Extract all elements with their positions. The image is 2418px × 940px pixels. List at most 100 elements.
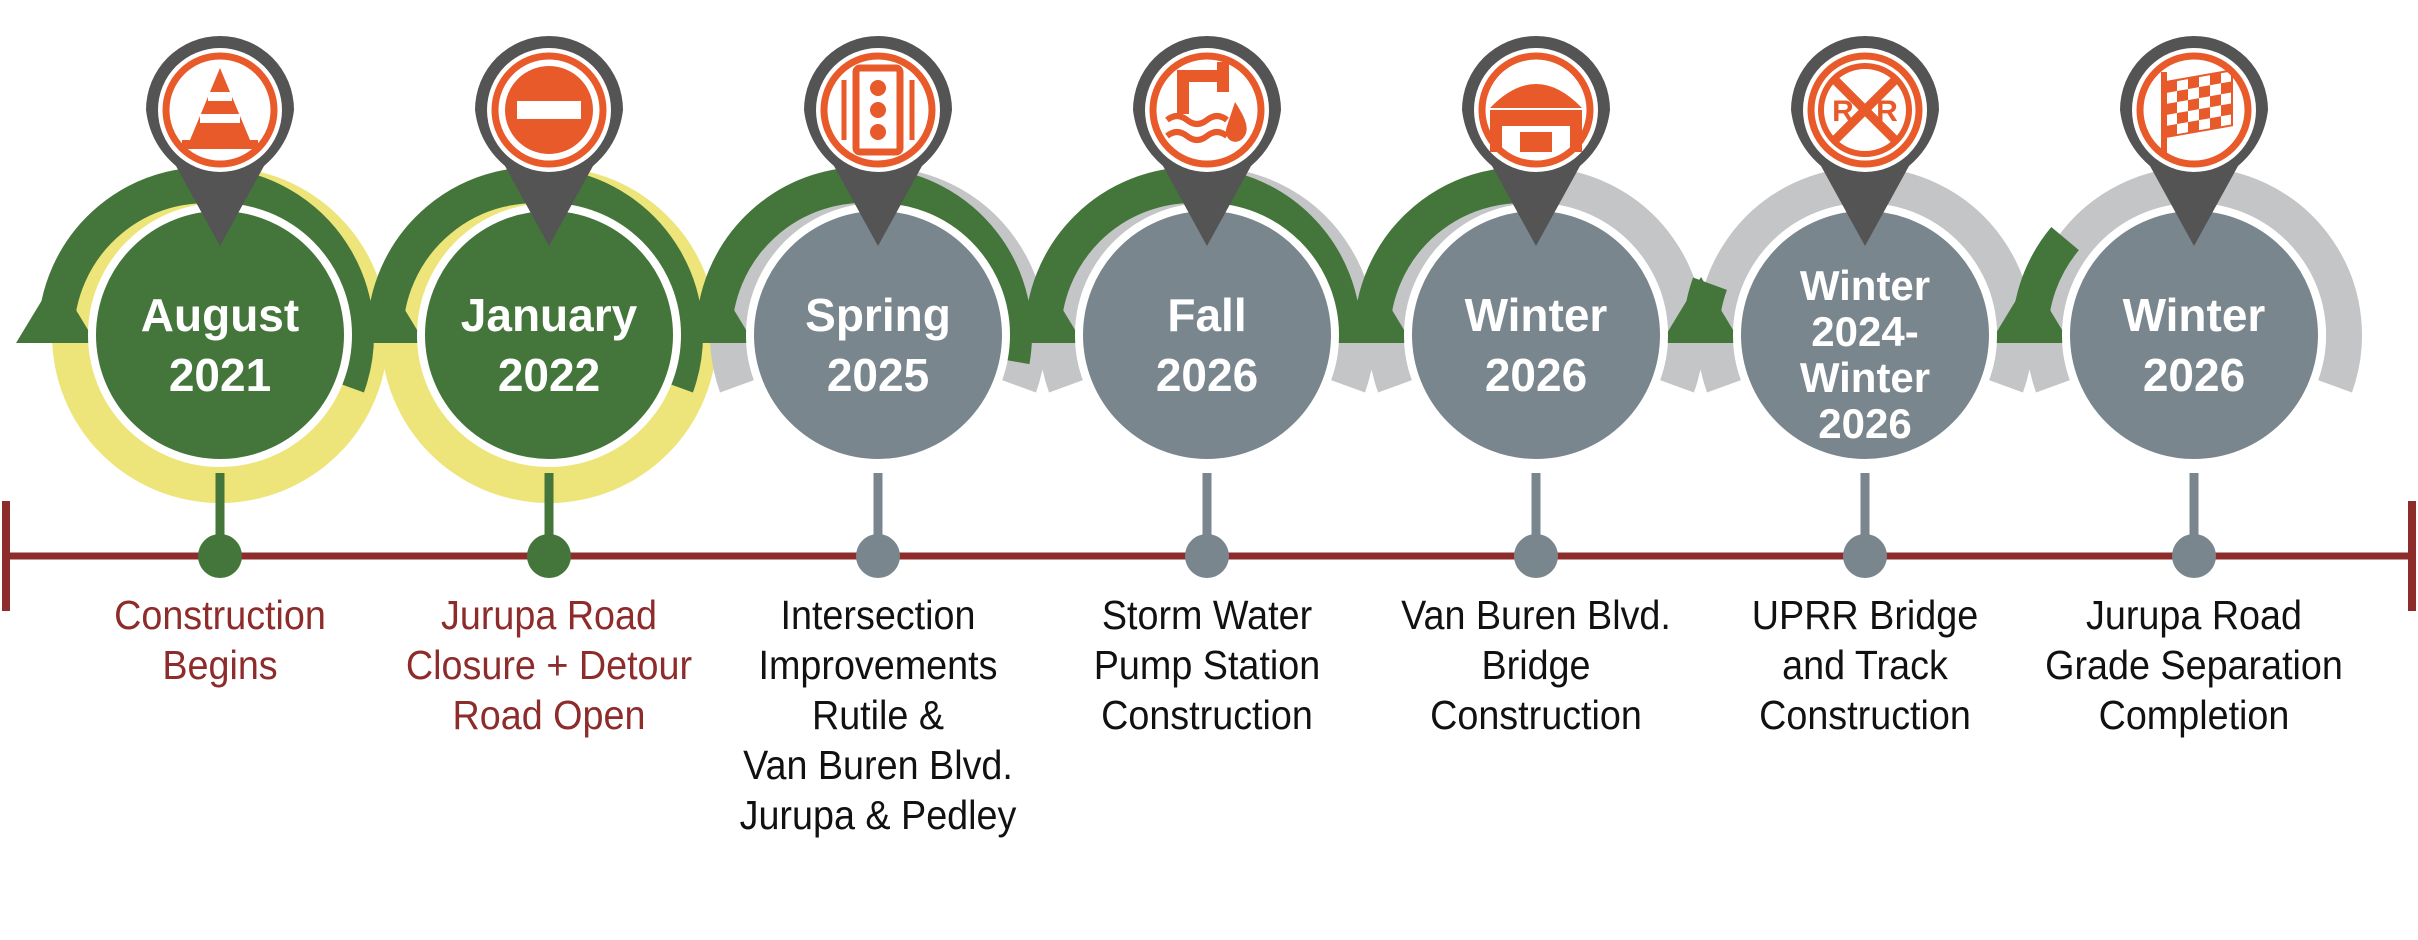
flag-square (2210, 116, 2221, 130)
flag-square (2166, 80, 2177, 93)
milestone-date-line: Winter (1464, 289, 1608, 341)
milestone-date-line: Winter (2122, 289, 2266, 341)
flag-checks (2165, 69, 2233, 139)
progress-arrow-head-7 (1990, 277, 2070, 343)
milestone-date-line: 2026 (1818, 400, 1912, 447)
milestone-date-line: August (140, 289, 300, 341)
milestone-date-line: 2026 (1155, 349, 1259, 401)
milestone-label-line: Improvements (758, 642, 998, 688)
progress-arrow-head-1 (16, 277, 96, 343)
sign-bar (517, 101, 581, 119)
milestone-date-1: August 2021 (100, 285, 340, 405)
progress-arrow-head-3 (674, 277, 754, 343)
light-green (870, 124, 886, 140)
bridge-pier (1490, 126, 1502, 152)
flag-square (2199, 107, 2210, 121)
pin-icon-ring (1149, 52, 1265, 168)
water-drop (1225, 102, 1247, 142)
milestone-date-2: January 2022 (429, 285, 669, 405)
milestone-node-2 (527, 534, 571, 578)
milestone-date-3: Spring 2025 (758, 285, 998, 405)
flag-square (2221, 81, 2232, 95)
milestone-date-line: Winter (1799, 262, 1931, 309)
flag-square (2177, 89, 2188, 103)
milestone-node-3 (856, 534, 900, 578)
milestone-label-line: Rutile & (811, 692, 945, 738)
milestone-date-line: 2022 (497, 349, 601, 401)
milestone-label-line: Jurupa Road (2086, 592, 2302, 638)
milestone-node-5 (1514, 534, 1558, 578)
milestone-date-line: 2021 (168, 349, 272, 401)
do-not-enter-icon (505, 66, 593, 154)
progress-arrow-head-2 (345, 277, 425, 343)
crossing-letter-r: R (1876, 95, 1898, 128)
milestone-date-line: Winter (1799, 354, 1931, 401)
flag-square (2199, 85, 2210, 99)
light-housing (852, 64, 904, 156)
milestone-label-line: Construction (114, 592, 326, 638)
flag-square (2188, 76, 2199, 90)
milestone-label-line: Construction (1430, 692, 1642, 738)
milestone-label-line: and Track (1782, 642, 1948, 688)
water-wave (1165, 113, 1229, 127)
milestone-label-line: UPRR Bridge (1751, 592, 1979, 638)
crossing-ring (1818, 63, 1912, 157)
milestone-label-line: Bridge (1481, 642, 1591, 688)
milestone-date-line: January (460, 289, 638, 341)
cone-base (182, 140, 258, 149)
milestone-label-line: Intersection (780, 592, 976, 638)
milestone-circles (88, 203, 2326, 467)
water-wave (1165, 129, 1229, 143)
flag-square (2166, 102, 2177, 115)
pin-marker-7 (2120, 36, 2268, 246)
crossing-letter-r: R (1832, 95, 1854, 128)
bridge-pier (1570, 126, 1582, 152)
milestone-label-line: Storm Water (1101, 592, 1313, 638)
axis-layer (2, 473, 2416, 611)
milestone-label-line: Completion (2098, 692, 2290, 738)
milestone-label-line: Begins (162, 642, 278, 688)
pin-marker-5 (1462, 36, 1610, 246)
milestone-node-7 (2172, 534, 2216, 578)
milestone-date-4: Fall 2026 (1087, 285, 1327, 405)
pipe-down (1177, 70, 1189, 114)
milestone-label-line: Pump Station (1093, 642, 1321, 688)
milestone-label-line: Construction (1101, 692, 1313, 738)
milestone-date-line: 2024- (1811, 308, 1919, 355)
pin-face (1145, 48, 1269, 172)
progress-arrow-head-6 (1661, 277, 1741, 343)
pin-icon-ring (2136, 52, 2252, 168)
milestone-label-line: Closure + Detour (405, 642, 693, 688)
progress-arrow-head-5 (1332, 277, 1412, 343)
bridge-deck (1490, 110, 1582, 126)
cone-stripe (208, 92, 232, 101)
bridge-arch (1490, 84, 1582, 108)
pin-marker-2 (475, 36, 623, 246)
milestone-date-line: Spring (805, 289, 951, 341)
light-red (870, 80, 886, 96)
milestone-date-line: Fall (1167, 289, 1247, 341)
bridge-road (1520, 132, 1552, 152)
light-yellow (870, 102, 886, 118)
milestone-label-line: Grade Separation (2045, 642, 2343, 688)
milestone-date-line: 2025 (826, 349, 930, 401)
cone-stripe (200, 114, 240, 123)
flag-square (2166, 124, 2177, 137)
pin-marker-1 (146, 36, 294, 246)
milestone-node-4 (1185, 534, 1229, 578)
crossing-bar (1831, 76, 1899, 144)
milestone-label-line: Jurupa & Pedley (739, 792, 1017, 838)
flag-square (2210, 72, 2221, 86)
